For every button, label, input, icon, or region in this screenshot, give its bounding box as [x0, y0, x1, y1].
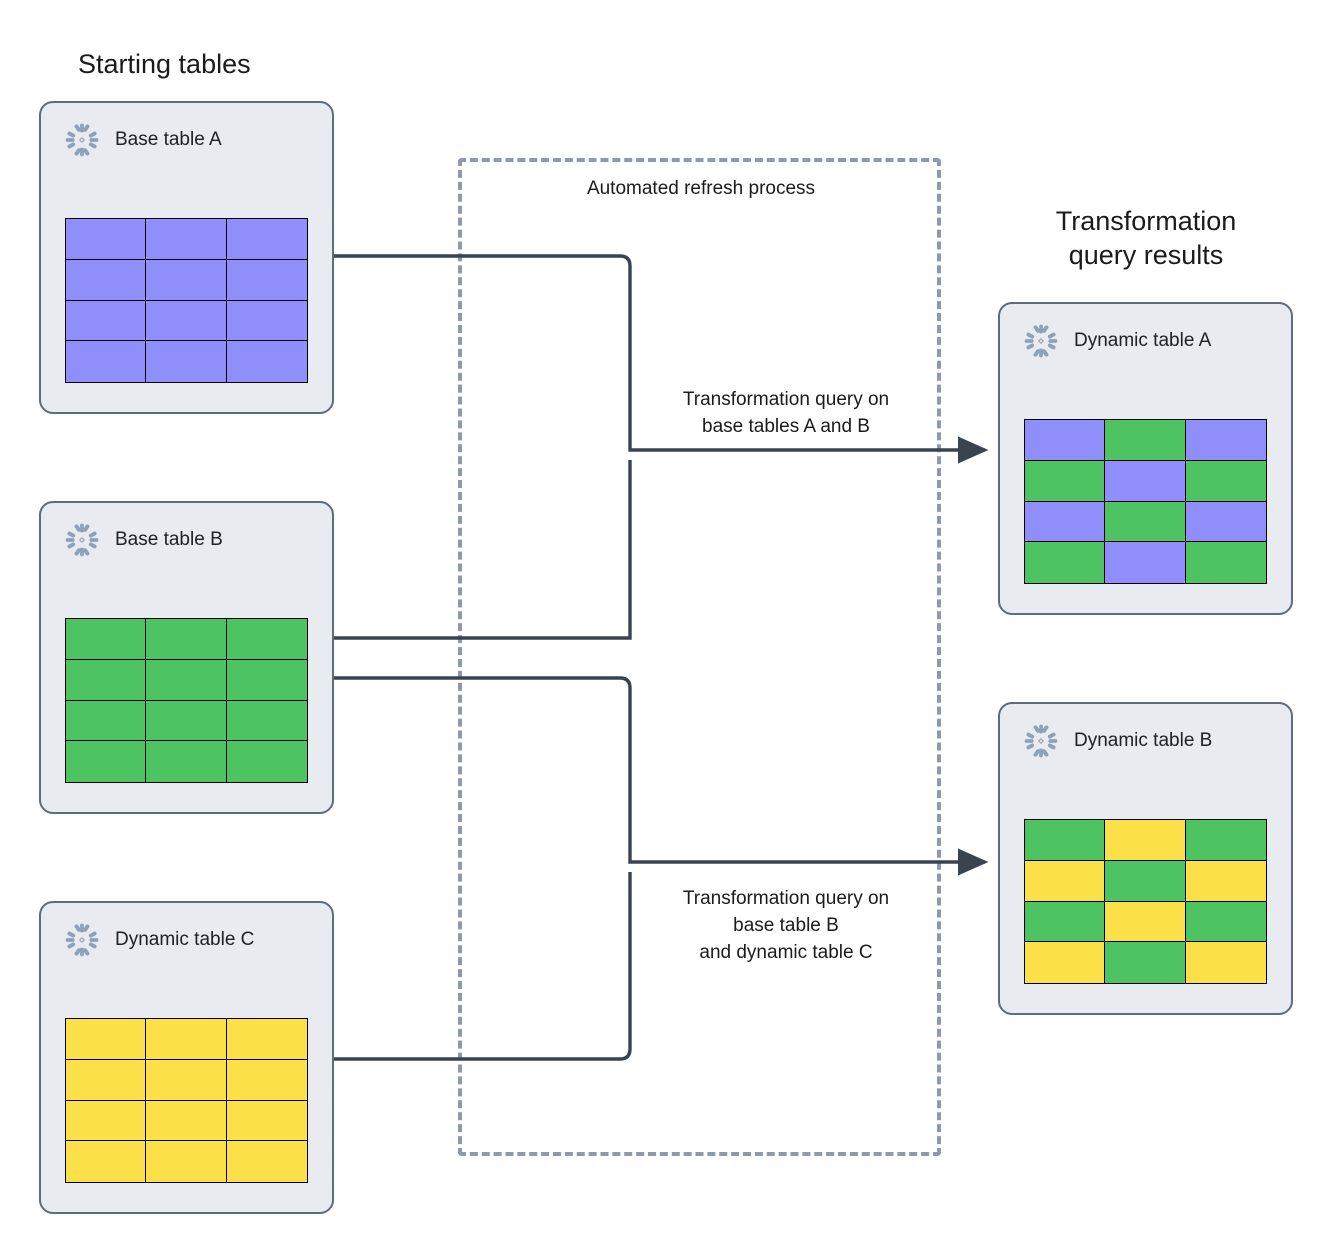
table-cell-yellow [226, 1019, 307, 1060]
table-cell-purple [66, 341, 147, 382]
card-dynamic-table-a[interactable]: Dynamic table A [998, 302, 1293, 615]
table-cell-yellow [1105, 901, 1186, 943]
table-cell-yellow [1025, 942, 1106, 983]
table-cell-green [226, 700, 307, 742]
arrow-label-query-ab: Transformation query on base tables A an… [682, 389, 890, 437]
table-cell-purple [226, 300, 307, 342]
table-cell-green [1025, 901, 1106, 943]
cell-grid-dynamic-c [65, 1018, 308, 1183]
table-cell-purple [146, 259, 227, 301]
card-title-base-a: Base table A [115, 129, 222, 150]
table-cell-yellow [146, 1141, 227, 1182]
table-cell-yellow [226, 1141, 307, 1182]
table-cell-purple [146, 219, 227, 260]
table-cell-yellow [1105, 820, 1186, 861]
card-base-table-a[interactable]: Base table A [39, 101, 334, 414]
card-title-dynamic-a: Dynamic table A [1074, 330, 1212, 351]
arrow-label-query-bc: Transformation query on base table B and… [682, 888, 890, 963]
table-cell-green [66, 619, 147, 660]
table-cell-purple [226, 259, 307, 301]
table-cell-green [1105, 420, 1186, 461]
table-cell-purple [226, 219, 307, 260]
table-cell-green [146, 619, 227, 660]
table-cell-green [146, 659, 227, 701]
table-cell-purple [1105, 542, 1186, 583]
table-cell-green [1025, 542, 1106, 583]
table-cell-purple [146, 341, 227, 382]
table-cell-green [1185, 820, 1266, 861]
card-dynamic-table-b[interactable]: Dynamic table B [998, 702, 1293, 1015]
table-cell-green [146, 741, 227, 782]
table-cell-yellow [146, 1100, 227, 1142]
table-cell-purple [66, 259, 147, 301]
automated-refresh-process-box [458, 158, 941, 1156]
table-cell-purple [1185, 501, 1266, 543]
table-cell-yellow [1025, 860, 1106, 902]
snowflake-icon [65, 923, 99, 957]
table-cell-green [1185, 901, 1266, 943]
table-cell-purple [1185, 420, 1266, 461]
card-title-dynamic-b: Dynamic table B [1074, 730, 1213, 751]
table-cell-purple [66, 219, 147, 260]
table-cell-purple [1025, 420, 1106, 461]
card-header-dynamic-b: Dynamic table B [1024, 724, 1212, 758]
table-cell-yellow [66, 1100, 147, 1142]
table-cell-green [146, 700, 227, 742]
table-cell-purple [226, 341, 307, 382]
table-cell-green [1025, 820, 1106, 861]
card-header-base-b: Base table B [65, 523, 223, 557]
table-cell-green [1105, 942, 1186, 983]
table-cell-yellow [1185, 860, 1266, 902]
cell-grid-base-b [65, 618, 308, 783]
table-cell-green [1185, 542, 1266, 583]
card-header-dynamic-a: Dynamic table A [1024, 324, 1211, 358]
cell-grid-dynamic-b [1024, 819, 1267, 984]
table-cell-green [226, 619, 307, 660]
cell-grid-dynamic-a [1024, 419, 1267, 584]
table-cell-yellow [66, 1019, 147, 1060]
snowflake-icon [65, 123, 99, 157]
table-cell-green [226, 741, 307, 782]
table-cell-green [1105, 501, 1186, 543]
table-cell-green [1105, 860, 1186, 902]
table-cell-yellow [1185, 942, 1266, 983]
snowflake-icon [1024, 324, 1058, 358]
table-cell-yellow [226, 1059, 307, 1101]
table-cell-green [66, 700, 147, 742]
table-cell-yellow [146, 1059, 227, 1101]
table-cell-purple [1025, 501, 1106, 543]
table-cell-yellow [226, 1100, 307, 1142]
table-cell-purple [146, 300, 227, 342]
table-cell-purple [1105, 460, 1186, 502]
table-cell-yellow [146, 1019, 227, 1060]
table-cell-yellow [66, 1059, 147, 1101]
card-dynamic-table-c[interactable]: Dynamic table C [39, 901, 334, 1214]
snowflake-icon [65, 523, 99, 557]
table-cell-purple [66, 300, 147, 342]
card-base-table-b[interactable]: Base table B [39, 501, 334, 814]
table-cell-green [1185, 460, 1266, 502]
card-header-base-a: Base table A [65, 123, 222, 157]
starting-tables-heading: Starting tables [78, 49, 251, 79]
automated-refresh-process-label: Automated refresh process [586, 178, 816, 199]
transformation-results-heading: Transformation query results [1055, 206, 1237, 270]
table-cell-green [1025, 460, 1106, 502]
card-title-dynamic-c: Dynamic table C [115, 929, 255, 950]
table-cell-green [66, 659, 147, 701]
cell-grid-base-a [65, 218, 308, 383]
table-cell-green [66, 741, 147, 782]
snowflake-icon [1024, 724, 1058, 758]
table-cell-green [226, 659, 307, 701]
table-cell-yellow [66, 1141, 147, 1182]
card-header-dynamic-c: Dynamic table C [65, 923, 254, 957]
card-title-base-b: Base table B [115, 529, 223, 550]
